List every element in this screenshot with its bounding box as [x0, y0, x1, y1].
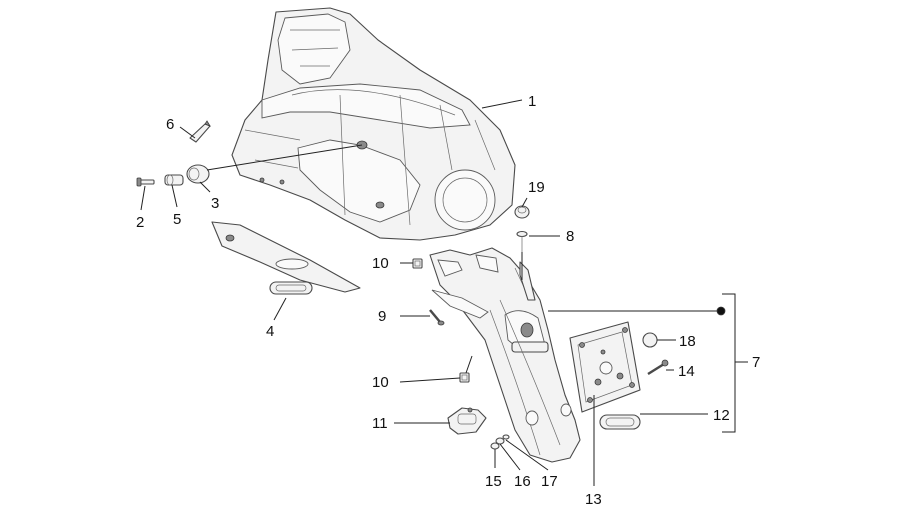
callout-3: 3 [211, 195, 219, 212]
clip-part-6 [189, 120, 211, 143]
nut-part-16 [495, 437, 505, 445]
leader-5 [171, 184, 178, 208]
callout-10-lower: 10 [372, 374, 389, 391]
clip-nut-part-10-upper [412, 258, 423, 269]
leader-16 [499, 443, 521, 471]
bolt-part-17 [502, 434, 510, 440]
callout-6: 6 [166, 116, 174, 133]
clip-nut-part-10-lower [459, 372, 470, 383]
callout-13: 13 [585, 491, 602, 508]
leader-6 [179, 126, 196, 139]
callout-5: 5 [173, 211, 181, 228]
lower-panel [211, 221, 361, 293]
leader-4 [273, 297, 287, 321]
screw-part-8 [516, 230, 528, 252]
callout-15: 15 [485, 473, 502, 490]
reflector-part-12 [599, 414, 641, 430]
grommet-part-3 [186, 164, 210, 184]
rear-body-shell [231, 7, 516, 241]
reflector-lens-part-4 [269, 281, 313, 295]
callout-4: 4 [266, 323, 274, 340]
callout-18: 18 [679, 333, 696, 350]
screw-part-14 [647, 359, 669, 376]
callout-7: 7 [752, 354, 760, 371]
leader-17 [505, 439, 549, 471]
callout-17: 17 [541, 473, 558, 490]
callout-16: 16 [514, 473, 531, 490]
callout-11: 11 [372, 415, 388, 432]
leader-2 [140, 185, 146, 211]
callout-labels: 1 2 3 4 5 6 7 8 9 10 10 11 12 13 14 15 1… [136, 93, 760, 508]
callout-8: 8 [566, 228, 574, 245]
leader-7-dot [716, 306, 726, 316]
leader-3b [206, 144, 363, 171]
plate-holder-part-13 [569, 321, 641, 413]
leader-1 [481, 99, 523, 109]
callout-2: 2 [136, 214, 144, 231]
spacer-part-5 [164, 174, 184, 186]
rear-mudguard [429, 247, 581, 463]
callout-10-upper: 10 [372, 255, 389, 272]
leader-10b [399, 377, 461, 383]
cap-part-18 [642, 332, 658, 348]
leader-19 [521, 197, 528, 208]
leader-7-bracket [722, 293, 736, 433]
callout-1: 1 [528, 93, 536, 110]
callout-14: 14 [678, 363, 695, 380]
screw-part-2 [136, 177, 155, 187]
leader-3 [199, 181, 211, 193]
leader-10bv [465, 355, 473, 374]
screw-part-9 [429, 309, 445, 326]
callout-19: 19 [528, 179, 545, 196]
callout-9: 9 [378, 308, 386, 325]
cap-part-19 [514, 205, 530, 219]
callout-12: 12 [713, 407, 730, 424]
leader-lines [140, 99, 748, 486]
license-light-part-11 [447, 407, 487, 435]
